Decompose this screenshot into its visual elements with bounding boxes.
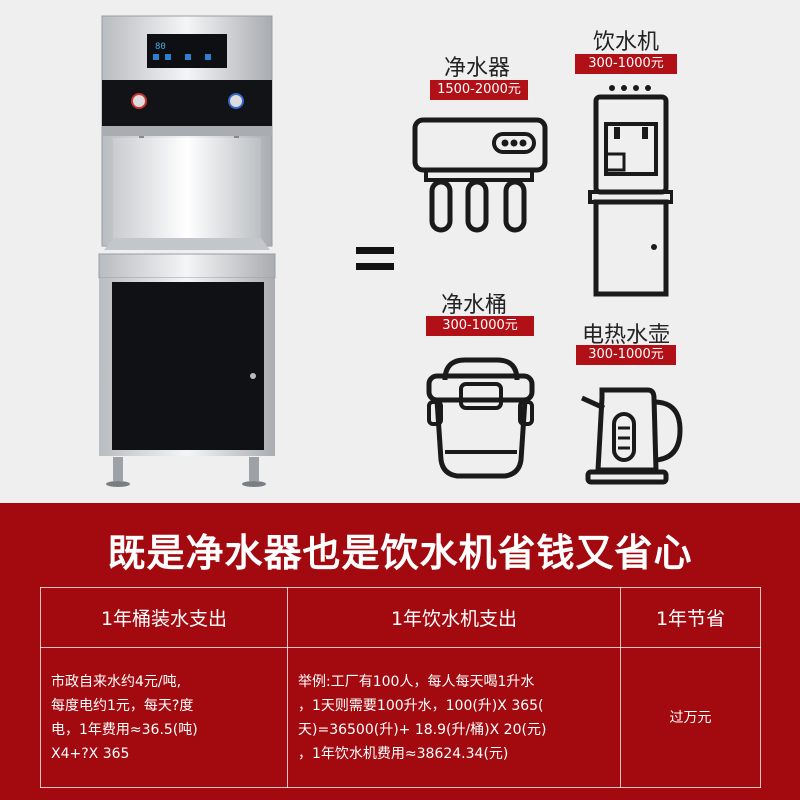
cell-line: ，1天则需要100升水，100(升)X 365( (298, 697, 544, 714)
cell-line: 电，1年费用≈36.5(吨) (51, 721, 198, 738)
electric-kettle-icon (580, 387, 683, 485)
price-tag: 1500-2000元 (430, 80, 528, 100)
price-tag: 300-1000元 (576, 345, 676, 365)
price-tag: 300-1000元 (575, 54, 677, 74)
equals-sign (356, 247, 394, 273)
table-header: 1年饮水机支出 (287, 587, 621, 648)
product-name: 饮水机 (593, 30, 660, 55)
bucket-water-cost-cell: 市政自来水约4元/吨, 每度电约1元，每天?度 电，1年费用≈36.5(吨) X… (40, 647, 288, 788)
water-machine-image: 80 (98, 15, 276, 487)
water-dispenser-icon (588, 85, 673, 297)
svg-text:80: 80 (155, 42, 166, 52)
cost-comparison-table: 1年桶装水支出 1年饮水机支出 1年节省 市政自来水约4元/吨, 每度电约1元，… (40, 587, 761, 788)
table-header-row: 1年桶装水支出 1年饮水机支出 1年节省 (40, 587, 761, 648)
cell-line: 市政自来水约4元/吨, (51, 673, 182, 690)
cell-line: 每度电约1元，每天?度 (51, 697, 194, 714)
table-header: 1年桶装水支出 (40, 587, 288, 648)
table-row: 市政自来水约4元/吨, 每度电约1元，每天?度 电，1年费用≈36.5(吨) X… (40, 647, 761, 788)
price-tag: 300-1000元 (426, 316, 534, 336)
headline: 既是净水器也是饮水机省钱又省心 (107, 531, 693, 575)
cell-line: 举例:工厂有100人，每人每天喝1升水 (298, 673, 535, 690)
water-bucket-icon (426, 357, 535, 479)
cell-line: 天)=36500(升)+ 18.9(升/桶)X 20(元) (298, 721, 547, 738)
savings-cell: 过万元 (620, 647, 761, 788)
product-name: 净水器 (444, 56, 511, 81)
product-comparison-area: 80 净水器 1500-2000元 (98, 15, 683, 487)
cell-line: ，1年饮水机费用≈38624.34(元) (298, 745, 509, 762)
water-purifier-icon (412, 117, 548, 233)
dispenser-cost-cell: 举例:工厂有100人，每人每天喝1升水 ，1天则需要100升水，100(升)X … (287, 647, 621, 788)
product-name: 净水桶 (441, 293, 508, 318)
product-name: 电热水壶 (582, 323, 671, 348)
cell-line: X4+?X 365 (51, 745, 130, 762)
table-header: 1年节省 (620, 587, 761, 648)
